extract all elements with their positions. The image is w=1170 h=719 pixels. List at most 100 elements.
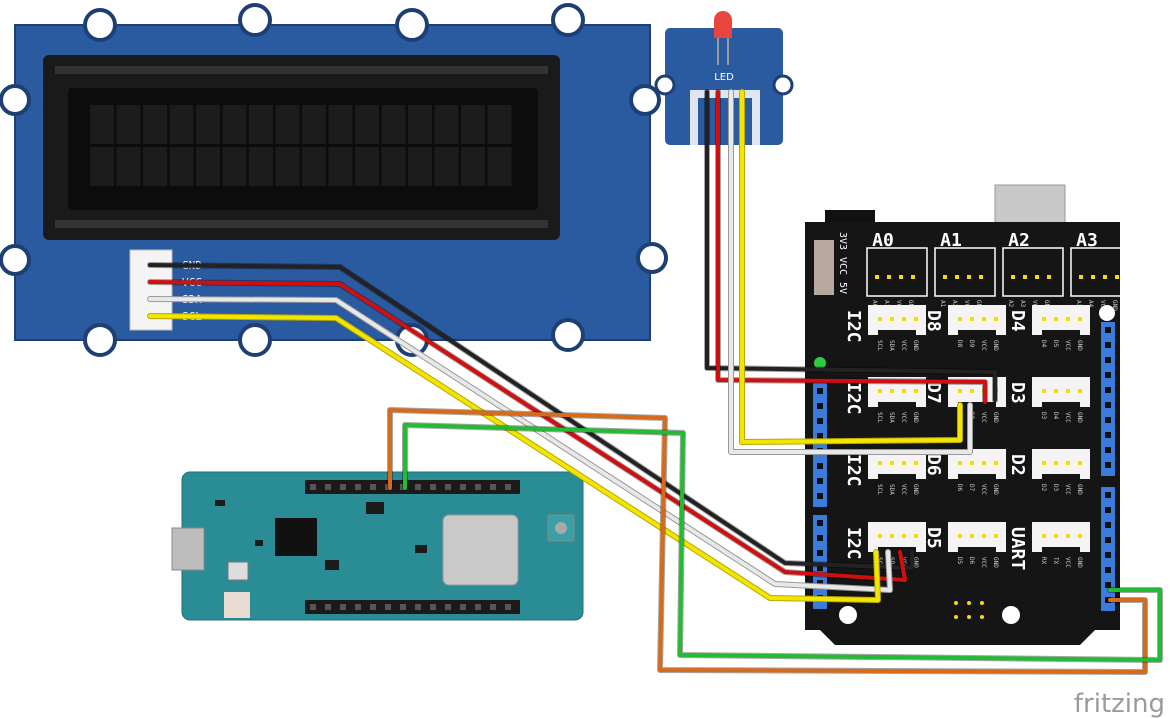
header-pin xyxy=(1105,567,1111,573)
grove-pin-label: GND xyxy=(1076,484,1083,495)
led-label: LED xyxy=(714,72,734,83)
socket-pin xyxy=(875,275,879,279)
led-sig1-wire[interactable] xyxy=(740,90,962,444)
grove-pin-label: D8 xyxy=(956,340,963,348)
lcd-cell xyxy=(196,147,220,186)
grove-port-label-i2c: I2C xyxy=(843,382,864,415)
header-pin xyxy=(1105,582,1111,588)
lcd-cell xyxy=(249,105,273,144)
socket-pin xyxy=(943,275,947,279)
led-sig2-wire[interactable] xyxy=(729,90,972,454)
grove-pin-label: SDA xyxy=(888,412,895,423)
lcd-cell xyxy=(461,105,485,144)
lcd-sda-wire[interactable] xyxy=(148,297,892,592)
socket-pin xyxy=(982,534,986,538)
socket-pin xyxy=(914,389,918,393)
lcd-cell xyxy=(355,105,379,144)
socket-pin xyxy=(994,461,998,465)
grove-pin-label: SCL xyxy=(876,484,883,495)
uart-rx-wire[interactable] xyxy=(403,423,1162,662)
grove-pin-label: D3 xyxy=(1052,484,1059,492)
lcd-cell xyxy=(434,147,459,186)
lcd-cell xyxy=(222,147,247,186)
socket-pin xyxy=(1078,461,1082,465)
mkr-pin xyxy=(340,604,346,610)
grove-port-label-i2c: I2C xyxy=(843,310,864,343)
socket-pin xyxy=(914,317,918,321)
led-gnd-wire[interactable] xyxy=(705,90,997,402)
mkr-pin xyxy=(445,484,451,490)
grove-port-label-d4: D4 xyxy=(1007,310,1028,332)
analog-grove-socket-a0[interactable] xyxy=(866,247,928,297)
grove-pin-label: VCC xyxy=(900,484,907,495)
grove-pin-label: GND xyxy=(912,340,919,351)
grove-led-module: LED xyxy=(654,0,794,145)
socket-pin xyxy=(1103,275,1107,279)
icsp-pads xyxy=(954,601,984,619)
socket-pin xyxy=(955,275,959,279)
grove-pin-label: VCC xyxy=(980,412,987,423)
header-pin xyxy=(817,433,823,439)
lcd-cell xyxy=(90,105,114,144)
socket-pin xyxy=(1078,534,1082,538)
mkr-pin xyxy=(460,484,466,490)
mkr-pin xyxy=(445,604,451,610)
analog-port-label-a2: A2 xyxy=(1008,230,1030,251)
lcd-cell xyxy=(328,147,353,186)
analog-pin-label: VCC xyxy=(1099,300,1106,311)
mkr-pin xyxy=(475,484,481,490)
socket-pin xyxy=(1054,389,1058,393)
lcd-cell xyxy=(169,105,194,144)
analog-grove-socket-a3[interactable] xyxy=(1070,247,1132,297)
grove-pin-label: VCC xyxy=(1064,412,1071,423)
lcd-gnd-wire[interactable] xyxy=(148,263,914,570)
socket-pin xyxy=(982,317,986,321)
socket-pin xyxy=(1066,317,1070,321)
grove-pin-label: D5 xyxy=(1052,340,1059,348)
socket-pin xyxy=(1066,389,1070,393)
uart-tx-wire[interactable] xyxy=(388,408,1147,674)
socket-pin xyxy=(979,275,983,279)
mkr-pin xyxy=(370,484,376,490)
analog-port-label-a1: A1 xyxy=(940,230,962,251)
lcd-cell xyxy=(222,105,247,144)
mkr-pin xyxy=(355,604,361,610)
top-pin-header xyxy=(305,480,520,494)
socket-pin xyxy=(902,389,906,393)
header-pin xyxy=(817,520,823,526)
power-switch-label: 3V3 xyxy=(837,232,848,250)
power-switch[interactable] xyxy=(814,240,834,295)
led-vcc-wire[interactable] xyxy=(716,90,987,404)
socket-pin xyxy=(911,275,915,279)
lcd-scl-wire[interactable] xyxy=(148,314,880,602)
analog-pin-label: A3 xyxy=(1019,300,1026,308)
socket-pin xyxy=(1054,317,1058,321)
analog-grove-socket-a2[interactable] xyxy=(1002,247,1064,297)
header-pin xyxy=(1105,402,1111,408)
grove-pin-label: SDA xyxy=(888,340,895,351)
lcd-cell xyxy=(196,105,220,144)
lcd-vcc-wire[interactable] xyxy=(148,280,907,582)
socket-pin xyxy=(994,534,998,538)
socket-pin xyxy=(899,275,903,279)
mkr-pin xyxy=(505,484,511,490)
mkr-pin xyxy=(325,604,331,610)
grove-pin-label: D9 xyxy=(968,340,975,348)
wires xyxy=(147,89,1163,675)
lcd-cell xyxy=(328,105,353,144)
grove-port-label-d8: D8 xyxy=(923,310,944,332)
socket-pin xyxy=(902,534,906,538)
reset-button[interactable] xyxy=(227,561,249,581)
analog-pin-label: A0 xyxy=(871,300,878,308)
grove-port-label-d6: D6 xyxy=(923,454,944,476)
mounting-holes xyxy=(0,3,668,357)
lcd-cell xyxy=(116,105,141,144)
grove-pin-label: D6 xyxy=(968,557,975,565)
grove-pin-label: RX xyxy=(1040,557,1047,565)
header-pin xyxy=(1105,492,1111,498)
analog-grove-socket-a1[interactable] xyxy=(934,247,996,297)
grove-pin-label: GND xyxy=(1076,557,1083,568)
header-pin xyxy=(817,580,823,586)
analog-pin-label: GND xyxy=(1111,300,1118,311)
grove-pin-label: GND xyxy=(912,557,919,568)
